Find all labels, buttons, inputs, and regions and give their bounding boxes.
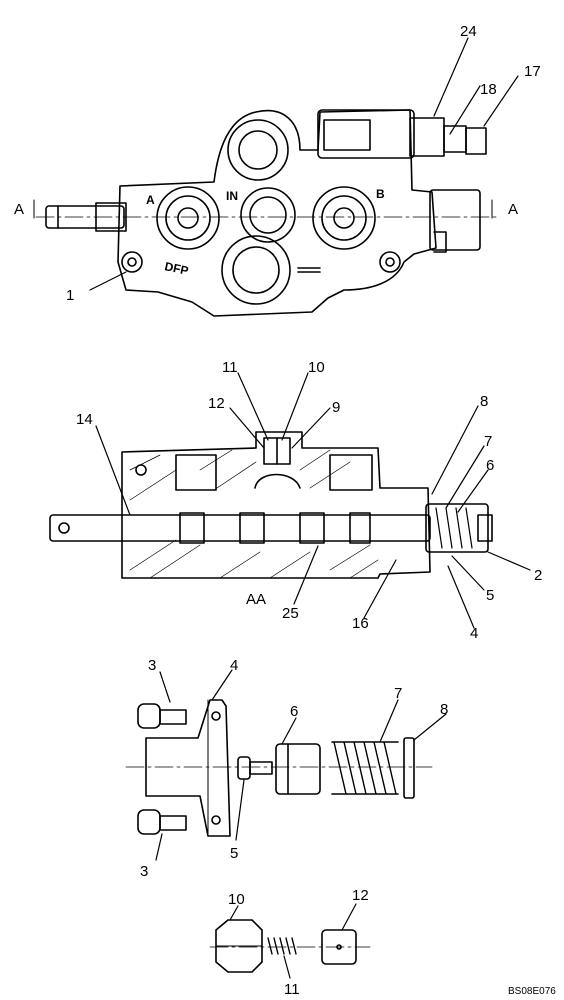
callout-8-section: 8 [480, 393, 488, 410]
callout-11-detent: 11 [284, 981, 300, 998]
section-marker-left: A [14, 201, 24, 218]
callout-7-kit: 7 [394, 685, 402, 702]
valve-section-view [49, 431, 493, 579]
callout-24: 24 [460, 23, 477, 40]
callout-18: 18 [480, 81, 497, 98]
callout-5-kit: 5 [230, 845, 238, 862]
callout-4-section: 4 [470, 625, 478, 642]
cast-mark-a: A [146, 193, 155, 207]
callout-4-kit: 4 [230, 657, 238, 674]
callout-14: 14 [76, 411, 93, 428]
callout-16: 16 [352, 615, 369, 632]
leader-lines [89, 37, 531, 979]
cast-mark-b: B [376, 187, 385, 201]
section-marker-right: A [508, 201, 518, 218]
callout-3-upper: 3 [148, 657, 156, 674]
callout-25: 25 [282, 605, 299, 622]
callout-5-section: 5 [486, 587, 494, 604]
callout-11: 11 [222, 359, 238, 376]
callout-2: 2 [534, 567, 542, 584]
callout-10-detent: 10 [228, 891, 245, 908]
valve-top-view [33, 109, 501, 317]
callout-9: 9 [332, 399, 340, 416]
callout-3-lower: 3 [140, 863, 148, 880]
callout-6-section: 6 [486, 457, 494, 474]
callout-12-detent: 12 [352, 887, 369, 904]
callout-1: 1 [66, 287, 74, 304]
cast-mark-in: IN [226, 189, 238, 203]
spool-end-kit [125, 699, 433, 837]
callout-12: 12 [208, 395, 225, 412]
callout-6-kit: 6 [290, 703, 298, 720]
callout-10: 10 [308, 359, 325, 376]
cast-mark-dfp: DFP [163, 259, 189, 278]
section-title-aa: AA [246, 591, 266, 608]
callout-17: 17 [524, 63, 541, 80]
figure-code: BS08E076 [508, 986, 556, 997]
callout-7-section: 7 [484, 433, 492, 450]
detent-kit [209, 919, 371, 973]
callout-8-kit: 8 [440, 701, 448, 718]
